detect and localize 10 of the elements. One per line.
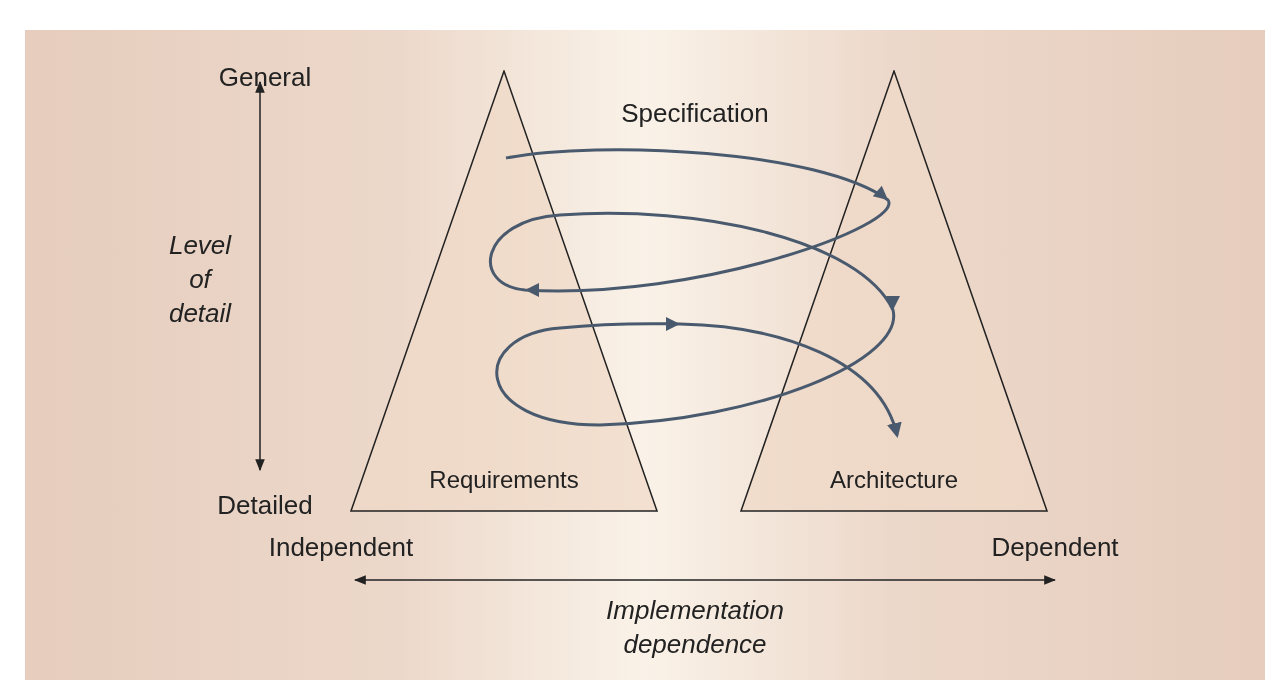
- spiral-arrow: [490, 148, 901, 438]
- triangle-label: Architecture: [829, 468, 959, 492]
- axis-label: Independent: [267, 531, 415, 564]
- axis-label: Detailed: [216, 489, 314, 522]
- axis-label: Level of detail: [167, 229, 233, 330]
- axis-label: General: [217, 61, 313, 94]
- axis-label: Implementation dependence: [605, 594, 785, 661]
- edge-label: Specification: [620, 100, 770, 126]
- axis-label: Dependent: [990, 531, 1120, 564]
- triangle-label: Requirements: [429, 468, 579, 492]
